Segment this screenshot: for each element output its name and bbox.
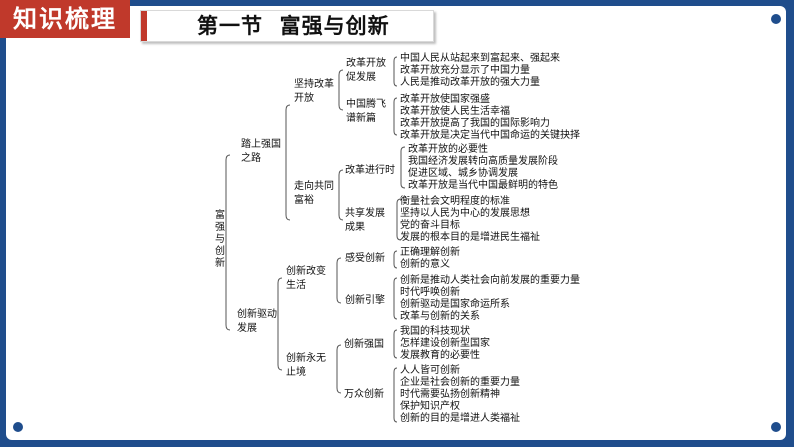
node-level3-a1x: 改革开放促发展 xyxy=(346,58,386,83)
bracket-b2 xyxy=(336,344,342,394)
leaf: 改革与创新的关系 xyxy=(400,311,480,322)
leaf: 企业是社会创新的重要力量 xyxy=(400,377,520,388)
bracket-root xyxy=(225,154,231,331)
leaf: 衡量社会文明程度的标准 xyxy=(400,196,510,207)
node-level2-a1: 坚持改革开放 xyxy=(294,79,334,104)
leaf: 坚持以人民为中心的发展思想 xyxy=(400,208,530,219)
leaf: 我国的科技现状 xyxy=(400,326,470,337)
node-level3-a1y: 中国腾飞谱新篇 xyxy=(346,99,386,124)
bracket-a1x xyxy=(393,56,398,87)
bracket-a xyxy=(285,104,291,221)
leaf: 创新是推动人类社会向前发展的重要力量 xyxy=(400,275,580,286)
node-level3-b1x: 感受创新 xyxy=(345,253,385,264)
leaf: 正确理解创新 xyxy=(400,247,460,258)
corner-dot xyxy=(13,422,23,432)
leaf: 发展教育的必要性 xyxy=(400,350,480,361)
node-level2-a2: 走向共同富裕 xyxy=(294,181,334,206)
bracket-a2y xyxy=(396,198,402,241)
leaf: 改革开放充分显示了中国力量 xyxy=(400,65,530,76)
leaf: 中国人民从站起来到富起来、强起来 xyxy=(400,53,560,64)
node-level2-b1: 创新改变生活 xyxy=(286,266,326,291)
leaf: 怎样建设创新型国家 xyxy=(400,338,490,349)
node-level3-a2y: 共享发展成果 xyxy=(345,208,385,233)
root-node: 富强与创新 xyxy=(215,210,225,269)
leaf: 时代需要弘扬创新精神 xyxy=(400,389,500,400)
leaf: 我国经济发展转向高质量发展阶段 xyxy=(408,156,558,167)
page-title: 第一节 富强与创新 xyxy=(197,14,390,38)
leaf: 改革开放的必要性 xyxy=(408,144,488,155)
leaf: 改革开放是当代中国最鲜明的特色 xyxy=(408,180,558,191)
leaf: 改革开放使人民生活幸福 xyxy=(400,106,510,117)
leaf: 党的奋斗目标 xyxy=(400,220,460,231)
node-level3-b2x: 创新强国 xyxy=(344,339,384,350)
bracket-b1x xyxy=(393,250,398,269)
leaf: 改革开放是决定当代中国命运的关键抉择 xyxy=(400,130,580,141)
title-bar: 第一节 富强与创新 xyxy=(140,10,434,42)
bracket-b2x xyxy=(393,329,398,359)
leaf: 时代呼唤创新 xyxy=(400,287,460,298)
corner-dot xyxy=(771,422,781,432)
node-level1-b: 创新驱动发展 xyxy=(237,309,277,334)
bracket-b1y xyxy=(393,277,398,320)
bracket-a2 xyxy=(338,169,344,221)
node-level3-b2y: 万众创新 xyxy=(344,389,384,400)
node-level3-a2x: 改革进行时 xyxy=(345,165,395,176)
node-level2-b2: 创新永无止境 xyxy=(286,353,326,378)
leaf: 改革开放使国家强盛 xyxy=(400,94,490,105)
leaf: 保护知识产权 xyxy=(400,401,460,412)
leaf: 人人皆可创新 xyxy=(400,365,460,376)
leaf: 人民是推动改革开放的强大力量 xyxy=(400,77,540,88)
leaf: 创新的目的是增进人类福祉 xyxy=(400,413,520,424)
section-badge: 知识梳理 xyxy=(0,0,130,38)
title-accent xyxy=(141,11,147,41)
leaf: 改革开放提高了我国的国际影响力 xyxy=(400,118,550,129)
corner-dot xyxy=(771,14,781,24)
bracket-a2x xyxy=(400,146,406,189)
leaf: 创新的意义 xyxy=(400,259,450,270)
leaf: 发展的根本目的是增进民生福祉 xyxy=(400,232,540,243)
bracket-a1y xyxy=(393,97,398,136)
leaf: 促进区域、城乡协调发展 xyxy=(408,168,518,179)
bracket-a1 xyxy=(338,69,344,111)
bracket-b xyxy=(277,277,283,371)
bracket-b2y xyxy=(393,367,398,423)
leaf: 创新驱动是国家命运所系 xyxy=(400,299,510,310)
bracket-b1 xyxy=(336,257,342,304)
node-level3-b1y: 创新引擎 xyxy=(345,295,385,306)
node-level1-a: 踏上强国之路 xyxy=(241,139,281,164)
